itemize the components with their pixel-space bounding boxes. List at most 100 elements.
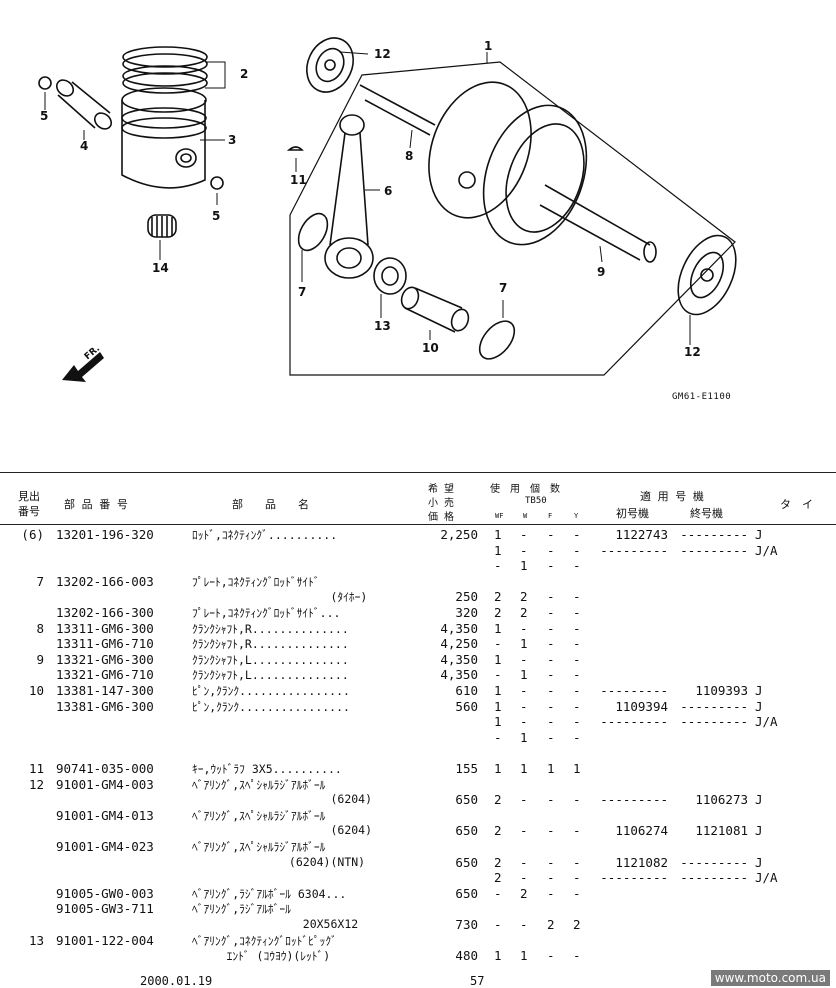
cell-first-serial: 1106274 [615,823,668,839]
cell-first-serial: 1109394 [615,698,668,714]
cell-qty-1: 2 [494,792,502,808]
cell-qty-1: - [494,667,502,683]
cell-part-name: ﾛｯﾄﾞ,ｺﾈｸﾃｨﾝｸﾞ.......... [192,528,338,542]
header-part-no: 部 品 番 号 [64,498,128,511]
piston-rings [122,46,208,94]
cell-qty-1: 2 [494,854,502,870]
cell-type: J [755,683,763,698]
cell-ref: 8 [36,620,44,636]
cell-price: 650 [455,792,478,808]
cell-type: J/A [755,714,778,730]
cell-qty-1: 1 [494,948,502,964]
cell-part-name: ﾋﾟﾝ,ｸﾗﾝｸ................ [192,699,350,714]
cell-qty-4: - [573,870,581,886]
cell-part-name: ﾌﾟﾚｰﾄ,ｺﾈｸﾃｨﾝｸﾞﾛｯﾄﾞｻｲﾄﾞ [192,574,320,589]
cell-qty-1: 2 [494,870,502,886]
cell-ref: 13 [28,932,44,948]
callout-2: 2 [240,67,248,81]
cell-ref: 7 [36,573,44,589]
cell-qty-4: - [573,589,581,605]
cell-price: 650 [455,823,478,839]
cell-qty-1: 1 [494,542,502,558]
cell-qty-4: - [573,948,581,964]
table-row: 2---------------------J/A [0,870,836,886]
callout-4: 4 [80,139,88,153]
cell-last-serial: --------- [680,542,748,558]
cell-qty-3: - [547,870,555,886]
callout-14: 14 [152,261,169,275]
table-row [0,745,836,761]
cell-part-name: ﾍﾞｱﾘﾝｸﾞ,ｽﾍﾟｼｬﾙﾗｼﾞｱﾙﾎﾞｰﾙ [192,777,326,792]
cell-qty-2: - [520,651,528,667]
cell-part-number: 13321-GM6-300 [56,651,154,667]
cell-qty-1: 2 [494,589,502,605]
cell-type: J [755,527,763,542]
cell-last-serial: --------- [680,527,748,542]
callout-8: 8 [405,149,413,163]
cell-price: 250 [455,589,478,605]
cell-part-number: 13311-GM6-300 [56,620,154,636]
header-ref-2: 番号 [18,505,40,518]
cell-first-serial: --------- [600,683,668,698]
header-price-1: 希 望 [428,484,455,495]
cell-qty-1: - [494,917,502,932]
cell-first-serial: 1122743 [615,527,668,542]
cell-qty-2: 1 [520,558,528,574]
header-price-3: 価 格 [428,512,455,523]
cell-type: J/A [755,870,778,886]
diagram-code: GM61-E1100 [672,392,732,402]
cell-qty-2: - [520,854,528,870]
front-arrow-icon [62,352,104,382]
cell-price: 155 [455,761,478,776]
cell-last-serial: --------- [680,698,748,714]
cell-part-name: (ﾀｲﾎｰ) [192,590,368,605]
cell-first-serial: --------- [600,542,668,558]
cell-qty-2: - [520,823,528,839]
header-qty-w: W [523,512,528,520]
cell-part-number: 90741-035-000 [56,761,154,776]
header-qty-model: TB50 [525,496,547,506]
cell-qty-3: - [547,823,555,839]
cell-part-name: ﾍﾞｱﾘﾝｸﾞ,ﾗｼﾞｱﾙﾎﾞｰﾙ 6304... [192,886,347,901]
header-qty: 使 用 個 数 [490,484,560,495]
callout-7b: 7 [499,281,507,295]
cell-qty-3: - [547,605,555,620]
cell-ref: 11 [28,761,44,776]
cell-qty-4: - [573,636,581,652]
circlip-right [210,176,224,190]
cell-qty-4: - [573,885,581,901]
cell-price: 4,350 [440,620,478,636]
assembly-frame [289,61,736,376]
callout-9: 9 [597,265,605,279]
cell-qty-2: - [520,542,528,558]
circlip-left [38,76,52,90]
side-washer-right [478,320,516,360]
woodruff-key [286,146,304,151]
header-applicable: 適 用 号 機 [640,490,704,503]
watermark: www.moto.com.ua [710,970,830,986]
cell-qty-3: - [547,729,555,745]
table-row: 1---------------------J/A [0,543,836,559]
crankshaft [359,81,657,263]
cell-qty-2: 2 [520,589,528,605]
cell-qty-2: - [520,870,528,886]
cell-type: J [755,823,763,839]
cell-price: 480 [455,948,478,964]
table-row: -1-- [0,558,836,574]
cell-qty-3: - [547,542,555,558]
cell-qty-3: - [547,698,555,714]
cell-part-number: 91001-GM4-013 [56,807,154,823]
header-bottom-rule [0,524,836,525]
callout-5a: 5 [40,109,48,123]
cell-type: J [755,698,763,714]
cell-qty-1: - [494,636,502,652]
cell-qty-3: - [547,558,555,574]
